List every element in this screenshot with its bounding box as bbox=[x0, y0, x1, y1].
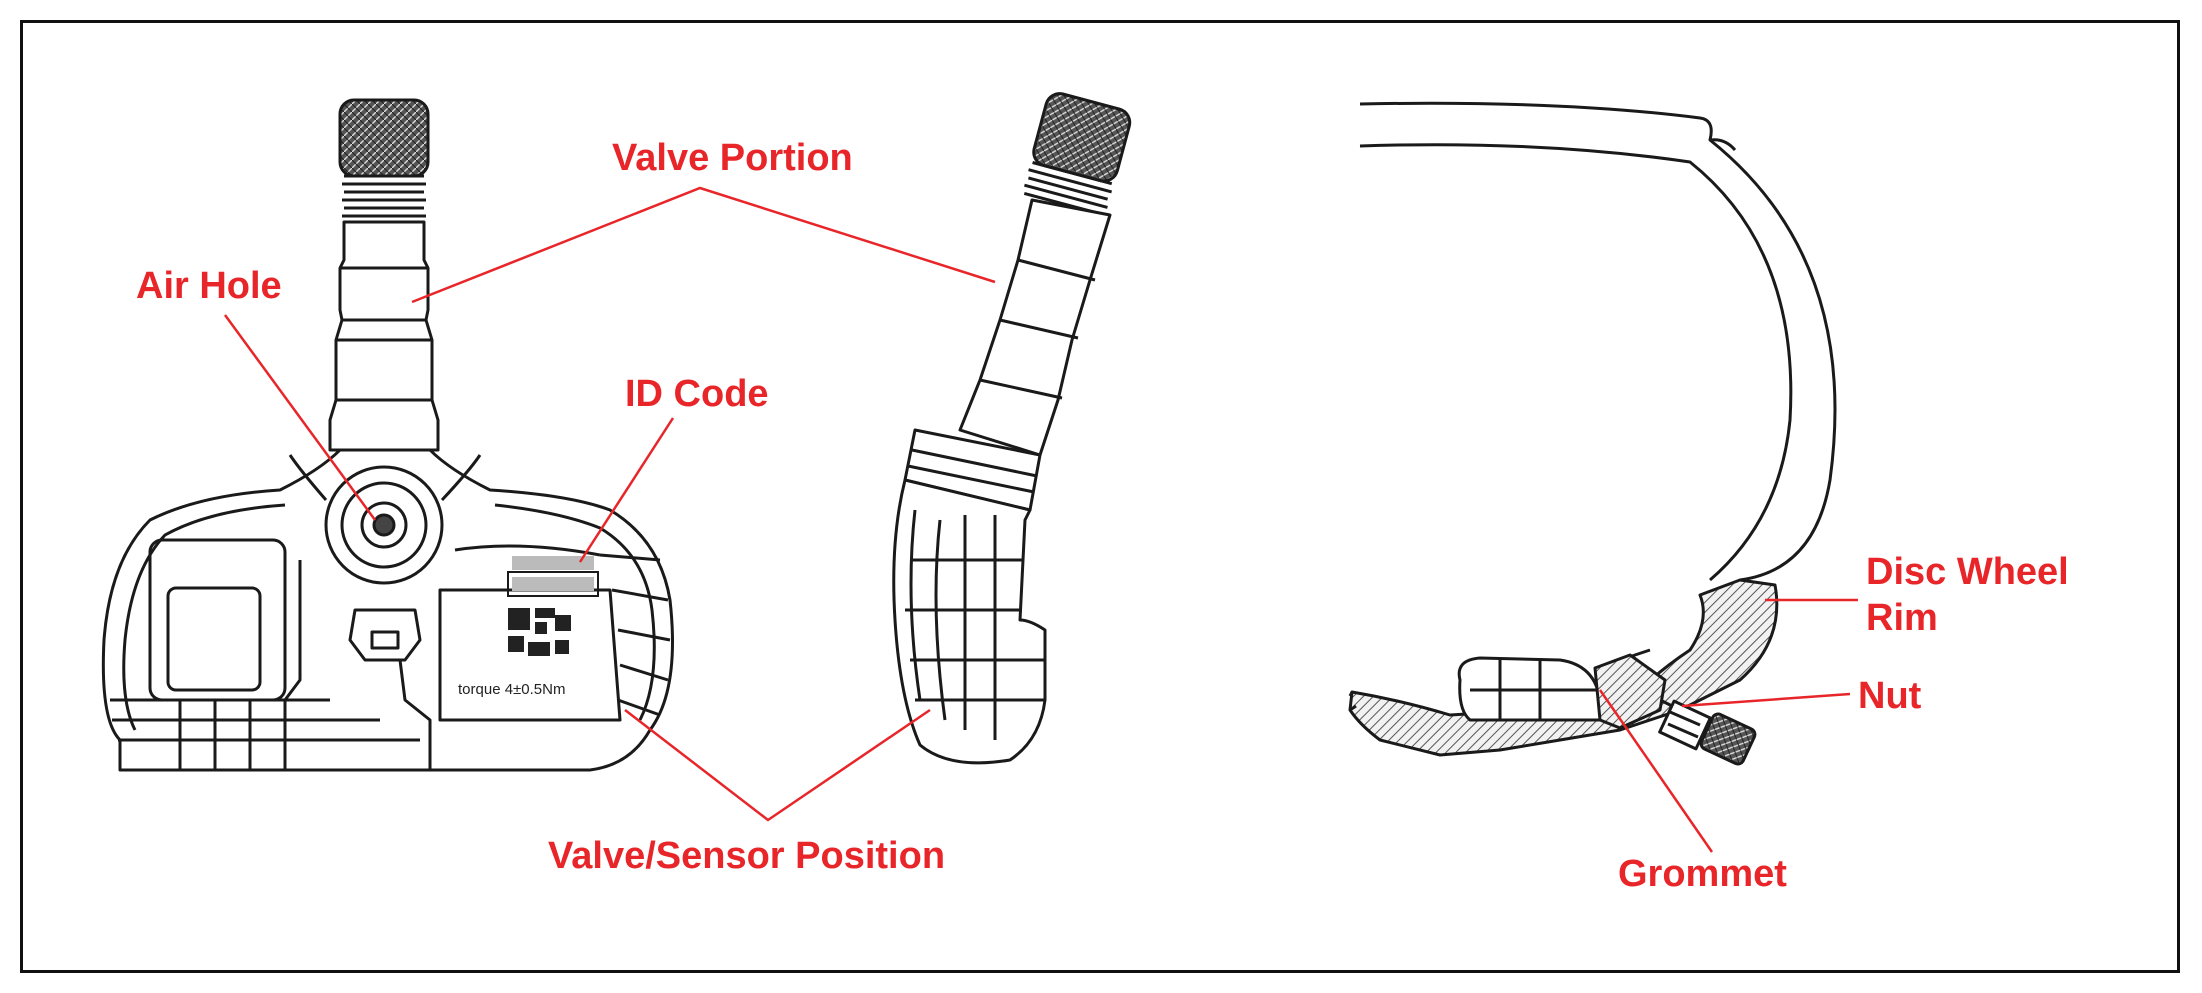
qr-marking bbox=[508, 608, 571, 656]
label-disc-wheel-rim-line2: Rim bbox=[1866, 597, 1938, 639]
label-grommet: Grommet bbox=[1618, 853, 1787, 895]
diagram-frame bbox=[20, 20, 2180, 973]
valve-cap-front bbox=[338, 98, 430, 178]
leader-air-hole bbox=[223, 314, 377, 521]
torque-marking: torque 4±0.5Nm bbox=[458, 681, 565, 698]
valve-stem-front bbox=[328, 220, 440, 452]
valve-cap-rim bbox=[1699, 712, 1757, 766]
leader-valve-portion bbox=[411, 186, 996, 304]
label-disc-wheel-rim-line1: Disc Wheel bbox=[1866, 551, 2069, 593]
sensor-front-view bbox=[101, 98, 674, 772]
label-valve-sensor-position: Valve/Sensor Position bbox=[548, 835, 945, 877]
leader-valve-sensor-position bbox=[624, 708, 931, 822]
id-code-marking bbox=[507, 556, 599, 597]
sensor-side-view bbox=[892, 92, 1132, 765]
leader-id-code bbox=[578, 417, 675, 563]
leader-lines bbox=[223, 186, 1858, 853]
label-id-code: ID Code bbox=[625, 373, 769, 415]
valve-cap-side bbox=[1032, 92, 1132, 183]
sensor-side-body bbox=[892, 478, 1047, 765]
wheel-rim-section bbox=[1348, 101, 1837, 766]
label-nut: Nut bbox=[1858, 675, 1922, 717]
label-valve-portion: Valve Portion bbox=[612, 137, 853, 179]
leader-nut bbox=[1681, 692, 1851, 708]
tire-outline bbox=[1359, 101, 1837, 582]
callout-labels: Valve Portion Air Hole ID Code Valve/Sen… bbox=[136, 137, 2069, 895]
label-air-hole: Air Hole bbox=[136, 265, 282, 307]
air-hole-opening bbox=[372, 513, 396, 537]
leader-grommet bbox=[1598, 689, 1714, 853]
